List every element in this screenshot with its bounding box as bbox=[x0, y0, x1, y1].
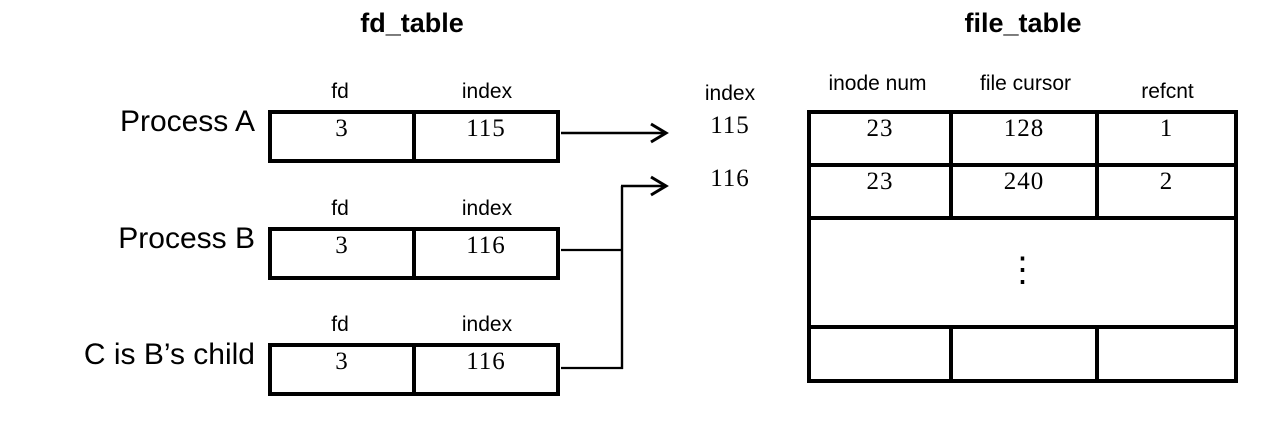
file-table-col-divider-1-bottom bbox=[949, 325, 953, 379]
file-table-header-file-cursor: file cursor bbox=[979, 72, 1072, 95]
index-column-header-c: index bbox=[461, 313, 513, 336]
fd-row-divider-a bbox=[412, 114, 416, 159]
file-table-header-inode-num: inode num bbox=[828, 72, 927, 95]
arrow-process-b-and-c-to-116 bbox=[561, 175, 669, 370]
fd-column-header-b: fd bbox=[331, 197, 349, 220]
index-value-a: 115 bbox=[466, 115, 506, 142]
file-table-title: file_table bbox=[964, 8, 1082, 38]
fd-value-c: 3 bbox=[335, 348, 349, 375]
fd-row-divider-b bbox=[412, 231, 416, 276]
file-table-row-divider-1 bbox=[811, 163, 1234, 167]
file-table-header-refcnt: refcnt bbox=[1141, 80, 1194, 103]
fd-value-b: 3 bbox=[335, 232, 349, 259]
fd-table-row-c[interactable]: 3 116 bbox=[268, 343, 560, 396]
process-label-a: Process A bbox=[119, 105, 255, 138]
fd-value-a: 3 bbox=[335, 115, 349, 142]
file-table-col-divider-2-top bbox=[1095, 114, 1099, 216]
file-table-cell-file-cursor-2: 240 bbox=[1003, 168, 1045, 195]
file-table-cell-refcnt-2: 2 bbox=[1159, 168, 1174, 195]
file-table-cell-inode-num-1: 23 bbox=[866, 115, 894, 142]
index-pointer-value-116: 116 bbox=[710, 165, 750, 192]
index-value-c: 116 bbox=[466, 348, 506, 375]
file-table-cell-file-cursor-1: 128 bbox=[1003, 115, 1045, 142]
fd-row-divider-c bbox=[412, 347, 416, 392]
file-table-cell-inode-num-2: 23 bbox=[866, 168, 894, 195]
fd-table-title: fd_table bbox=[360, 8, 464, 38]
index-value-b: 116 bbox=[466, 232, 506, 259]
file-table-grid[interactable]: 23 128 1 23 240 2 ⋮ bbox=[807, 110, 1238, 383]
file-table-ellipsis: ⋮ bbox=[1005, 252, 1040, 289]
index-pointer-header: index bbox=[704, 82, 756, 105]
fd-table-row-b[interactable]: 3 116 bbox=[268, 227, 560, 280]
process-label-b: Process B bbox=[118, 222, 255, 255]
file-table-col-divider-1-top bbox=[949, 114, 953, 216]
file-table-row-divider-3 bbox=[811, 325, 1234, 329]
process-label-c: C is B’s child bbox=[83, 338, 255, 371]
file-table-cell-refcnt-1: 1 bbox=[1159, 115, 1174, 142]
index-pointer-value-115: 115 bbox=[710, 112, 750, 139]
fd-column-header-a: fd bbox=[331, 80, 349, 103]
fd-column-header-c: fd bbox=[331, 313, 349, 336]
file-table-row-divider-2 bbox=[811, 216, 1234, 220]
index-column-header-b: index bbox=[461, 197, 513, 220]
arrow-process-a-to-115 bbox=[561, 122, 669, 144]
fd-table-row-a[interactable]: 3 115 bbox=[268, 110, 560, 163]
index-column-header-a: index bbox=[461, 80, 513, 103]
file-table-col-divider-2-bottom bbox=[1095, 325, 1099, 379]
